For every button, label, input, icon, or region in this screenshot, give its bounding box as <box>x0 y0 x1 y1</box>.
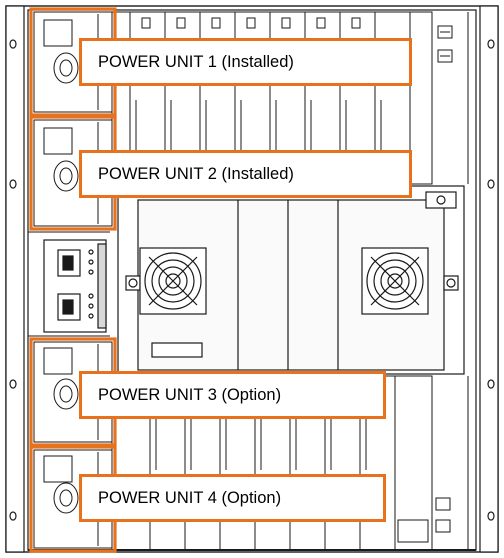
right-rack-ear <box>479 5 499 553</box>
callout-power-unit-4: POWER UNIT 4 (Option) <box>79 474 386 522</box>
right-fan <box>361 247 429 315</box>
callout-power-unit-2: POWER UNIT 2 (Installed) <box>79 150 412 198</box>
bottom-right-ports <box>431 376 469 550</box>
callout-label: POWER UNIT 1 (Installed) <box>98 52 294 71</box>
callout-label: POWER UNIT 2 (Installed) <box>98 164 294 183</box>
callout-power-unit-3: POWER UNIT 3 (Option) <box>79 371 386 419</box>
power-switch-panel <box>43 239 107 333</box>
rack-ear-holes <box>9 39 495 521</box>
callout-label: POWER UNIT 4 (Option) <box>98 488 282 507</box>
left-fan <box>139 247 207 315</box>
left-rack-ear <box>5 5 25 553</box>
top-right-ports <box>431 12 469 184</box>
power-unit-bays <box>33 11 113 549</box>
callout-power-unit-1: POWER UNIT 1 (Installed) <box>79 38 412 86</box>
callout-label: POWER UNIT 3 (Option) <box>98 385 282 404</box>
